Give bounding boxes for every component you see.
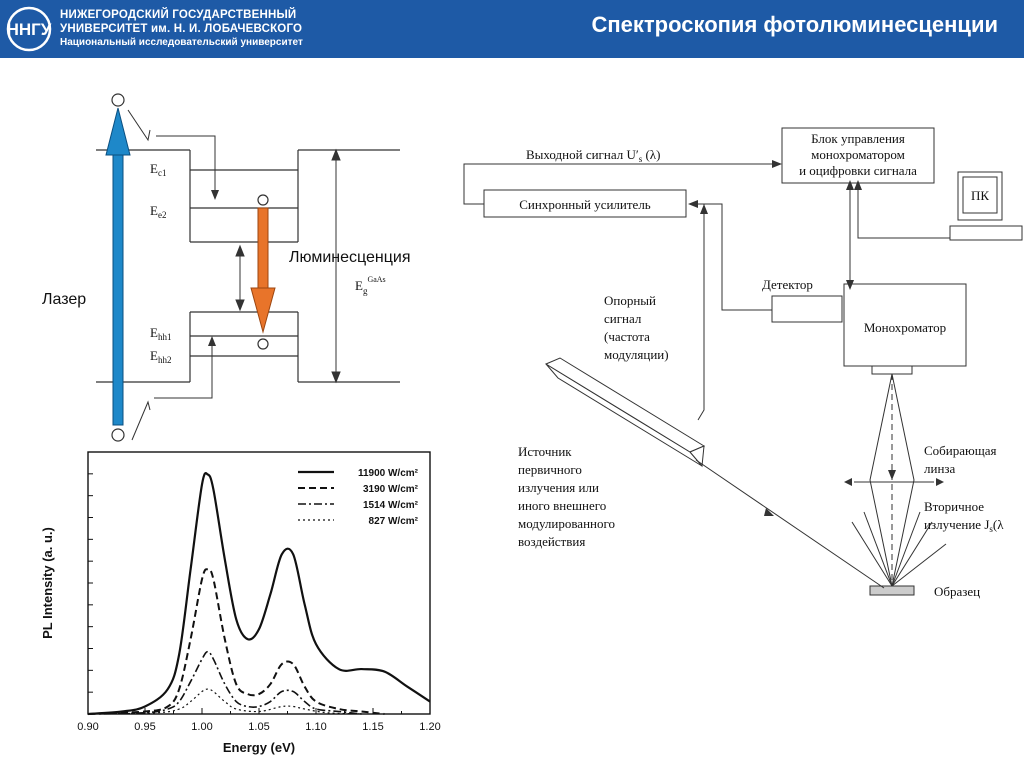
header-bar: ННГУ НИЖЕГОРОДСКИЙ ГОСУДАРСТВЕННЫЙ УНИВЕ… — [0, 0, 1024, 58]
slide-title: Спектроскопия фотолюминесценции — [591, 12, 998, 37]
lockin-label: Синхронный усилитель — [519, 197, 651, 212]
lens-line2: линза — [924, 461, 956, 476]
x-tick-label: 1.05 — [248, 721, 269, 733]
legend-entry: 3190 W/cm² — [363, 484, 419, 495]
output-signal-label: Выходной сигнал U′s (λ) — [526, 147, 660, 164]
university-name-line2: УНИВЕРСИТЕТ им. Н. И. ЛОБАЧЕВСКОГО — [60, 23, 303, 35]
chart-ylabel: PL Intensity (a. u.) — [40, 527, 55, 639]
university-subtitle: Национальный исследовательский университ… — [60, 37, 303, 48]
detector-box — [771, 295, 843, 323]
source-line2: первичного — [518, 462, 582, 477]
pc-label: ПК — [971, 188, 989, 203]
x-tick-label: 1.15 — [362, 721, 383, 733]
x-tick-label: 1.00 — [191, 721, 212, 733]
source-line4: иного внешнего — [518, 498, 606, 513]
source-line6: воздействия — [518, 534, 585, 549]
monochromator-box — [843, 283, 967, 367]
eg-label: EgGaAs — [355, 275, 386, 296]
reference-line4: модуляции) — [604, 347, 669, 362]
legend-entry: 1514 W/cm² — [363, 500, 419, 511]
setup-diagram: Выходной сигнал U′s (λ) Блок управления … — [463, 127, 1023, 599]
reference-line2: сигнал — [604, 311, 642, 326]
source-line5: модулированного — [518, 516, 615, 531]
ec2-label: Ee2 — [150, 203, 166, 220]
lockin-box — [483, 189, 687, 218]
legend-entry: 827 W/cm² — [369, 516, 419, 527]
detector-label: Детектор — [762, 277, 813, 292]
pl-spectrum-chart: 0.90 0.95 1.00 1.05 1.10 1.15 1.20 11900 W/cm²… — [40, 451, 441, 755]
secondary-line2: излучение Js(λ — [924, 517, 1004, 534]
source-line1: Источник — [518, 444, 572, 459]
x-tick-label: 1.20 — [419, 721, 440, 733]
ehh2-label: Ehh2 — [150, 348, 171, 365]
laser-label: Лазер — [42, 291, 86, 308]
pc-keyboard — [949, 225, 1023, 241]
university-name-line1: НИЖЕГОРОДСКИЙ ГОСУДАРСТВЕННЫЙ — [60, 9, 297, 21]
control-block-line3: и оцифровки сигнала — [799, 163, 917, 178]
monochromator-label: Монохроматор — [864, 320, 946, 335]
ec1-label: Ec1 — [150, 161, 166, 178]
reference-line1: Опорный — [604, 293, 656, 308]
luminescence-label: Люминесценция — [289, 249, 410, 266]
lens-line1: Собирающая — [924, 443, 997, 458]
svg-text:ННГУ: ННГУ — [7, 20, 52, 39]
control-block-line1: Блок управления — [811, 131, 905, 146]
chart-xlabel: Energy (eV) — [223, 740, 295, 755]
sample-label: Образец — [934, 584, 980, 599]
x-tick-label: 0.95 — [134, 721, 155, 733]
series-line-2 — [87, 568, 385, 715]
band-diagram: Лазер Люминесценция Ec1 Ee2 Ehh1 Ehh2 Eg… — [42, 93, 410, 442]
ehh1-label: Ehh1 — [150, 325, 171, 342]
control-block-line2: монохроматором — [811, 147, 905, 162]
series-line-1 — [87, 471, 431, 716]
secondary-line1: Вторичное — [924, 499, 984, 514]
legend-entry: 11900 W/cm² — [358, 468, 419, 479]
source-line3: излучения или — [518, 480, 599, 495]
x-tick-label: 1.10 — [305, 721, 326, 733]
x-tick-label: 0.90 — [77, 721, 98, 733]
reference-line3: (частота — [604, 329, 650, 344]
series-line-3 — [87, 650, 362, 715]
sample-box — [869, 585, 915, 596]
university-logo: ННГУ — [7, 6, 52, 52]
